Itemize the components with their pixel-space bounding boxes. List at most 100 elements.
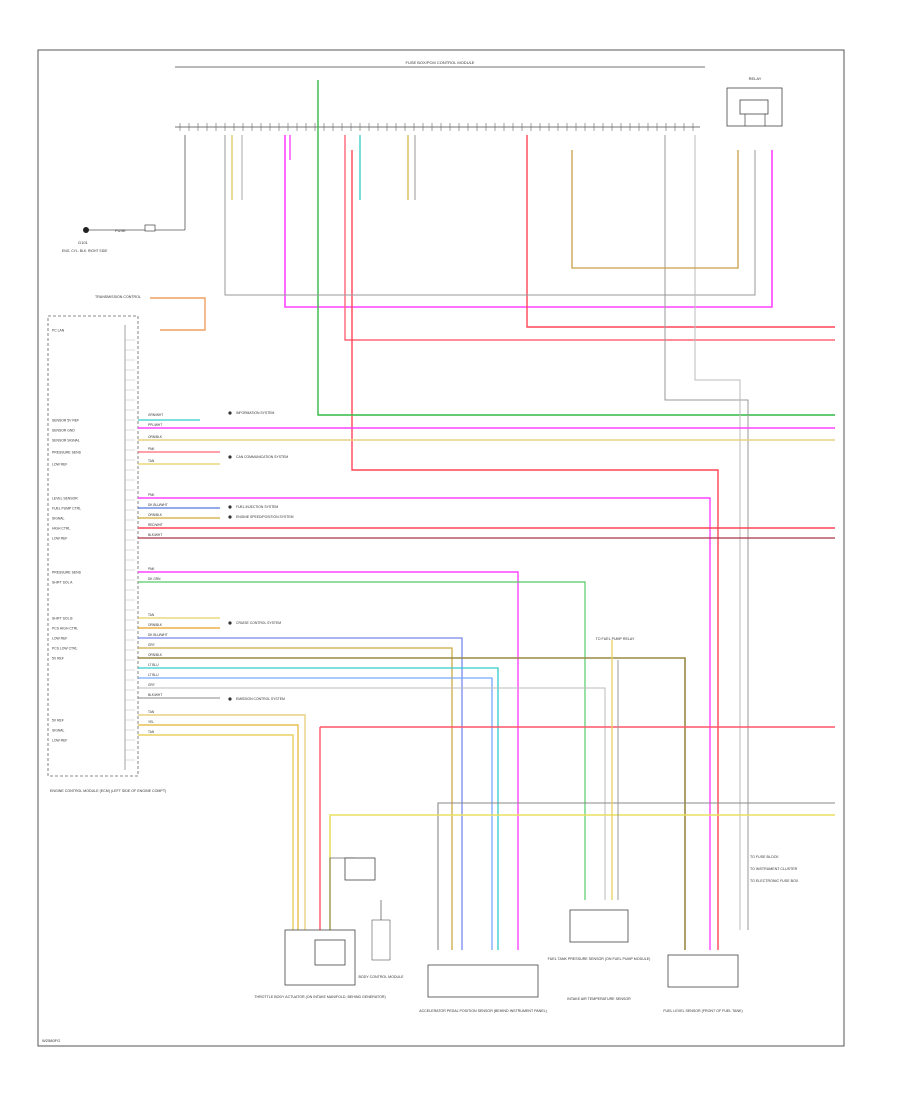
wires	[138, 80, 835, 950]
ground-note: ENG. CYL. BLK. RIGHT SIDE	[62, 249, 108, 253]
top-module: FUSE BOX/PCM CONTROL MODULE	[175, 60, 705, 131]
ecm-pin-label: SENSOR GND	[52, 429, 75, 433]
ecm-pin-label: PC LAN	[52, 329, 65, 333]
wire	[138, 687, 606, 900]
ecm-pin-label: FUEL PUMP CTRL	[52, 507, 81, 511]
wire	[138, 637, 463, 950]
relay: RELAY	[726, 76, 783, 127]
component-throttle-body: THROTTLE BODY ACTUATOR (ON INTAKE MANIFO…	[254, 929, 386, 999]
wire	[664, 135, 749, 930]
system-ref-label: EMISSION CONTROL SYSTEM	[236, 697, 285, 701]
wire-color-label: GRY	[148, 683, 156, 687]
ecm-pin-label: SHIFT SOL A	[52, 581, 73, 585]
system-ref-dot	[228, 455, 232, 459]
system-ref-dot	[228, 697, 232, 701]
wire-color-label: PNK	[148, 447, 155, 451]
top-module-label: FUSE BOX/PCM CONTROL MODULE	[406, 60, 475, 65]
wire-color-label: LT BLU	[148, 673, 159, 677]
wire	[138, 647, 453, 950]
component-fuel-tank-sensor: FUEL TANK PRESSURE SENSOR (ON FUEL PUMP …	[548, 909, 651, 961]
fuel-pump-note: TO FUEL PUMP RELAY	[596, 637, 635, 641]
wire	[138, 657, 686, 950]
wire-color-label: GRY	[148, 643, 156, 647]
wire	[138, 571, 519, 950]
system-ref-label: CAN COMMUNICATION SYSTEM	[236, 455, 288, 459]
wire	[317, 80, 835, 416]
wire-color-label: ORN/BLK	[148, 653, 163, 657]
wire-color-label: LT BLU	[148, 663, 159, 667]
ecm-pin-label: LOW REF	[52, 537, 67, 541]
wire-color-label: PNK	[148, 567, 155, 571]
system-ref-dot	[228, 411, 232, 415]
ecm-pin-label: LEVEL SENSOR	[52, 497, 78, 501]
ecm-pin-label: PRESSURE SENS	[52, 571, 82, 575]
wire	[138, 734, 294, 930]
figure-code: W2580FG	[42, 1038, 60, 1043]
ecm-pin-label: LOW REF	[52, 637, 67, 641]
wire-color-label: RED/WHT	[148, 523, 163, 527]
system-ref-label: ENGINE SPEED/POSITION SYSTEM	[236, 515, 294, 519]
wire-color-label: TAN	[148, 730, 155, 734]
right-refs: TO FUSE BLOCK TO INSTRUMENT CLUSTER TO E…	[750, 855, 799, 883]
wire-labels: GRN/WHT PPL/WHT ORN/BLK PNK TAN PNK DK BLU/WHT…	[148, 413, 168, 734]
ecm-pin-label: SHIFT SOL B	[52, 617, 73, 621]
wire-color-label: GRN/WHT	[148, 413, 163, 417]
ecm-pin-label: HIGH CTRL	[52, 527, 70, 531]
ecm-pin-label: SENSOR SIGNAL	[52, 439, 80, 443]
component-bcm: BODY CONTROL MODULE	[344, 857, 404, 979]
ecm-pin-label: SIGNAL	[52, 517, 65, 521]
system-ref-dot	[228, 621, 232, 625]
wire-color-label: PNK	[148, 493, 155, 497]
wire-color-label: PPL/WHT	[148, 423, 162, 427]
relay-label: RELAY	[749, 76, 762, 81]
ecm-title: ENGINE CONTROL MODULE (ECM) (LEFT SIDE O…	[50, 789, 166, 793]
ecm-pin-label: LOW REF	[52, 739, 67, 743]
fuse-ground: FUSE G101 ENG. CYL. BLK. RIGHT SIDE	[62, 135, 186, 253]
component-app-label: ACCELERATOR PEDAL POSITION SENSOR (BEHIN…	[419, 1009, 547, 1013]
ecm-pin-label: LOW REF	[52, 463, 67, 467]
component-iat-sensor: INTAKE AIR TEMPERATURE SENSOR	[567, 997, 631, 1001]
top-connector-pins	[179, 123, 694, 131]
component-throttle-label: THROTTLE BODY ACTUATOR (ON INTAKE MANIFO…	[254, 995, 385, 999]
wire	[138, 581, 586, 900]
wire	[138, 497, 711, 950]
system-ref-label: CRUISE CONTROL SYSTEM	[236, 621, 281, 625]
ecm-pin-label: 5V REF	[52, 657, 64, 661]
ecm-top-label: TRANSMISSION CONTROL	[95, 295, 141, 299]
wire-color-label: TAN	[148, 459, 155, 463]
wire-color-label: DK BLU/WHT	[148, 633, 168, 637]
right-ref-2: TO INSTRUMENT CLUSTER	[750, 867, 798, 871]
wire	[526, 135, 835, 328]
system-ref-dot	[228, 515, 232, 519]
right-ref-1: TO FUSE BLOCK	[750, 855, 779, 859]
wire	[284, 135, 773, 308]
wire	[138, 724, 299, 930]
wire	[138, 677, 493, 950]
wire-color-label: YEL	[148, 720, 154, 724]
component-accelerator-pedal: ACCELERATOR PEDAL POSITION SENSOR (BEHIN…	[419, 964, 547, 1013]
wire-color-label: TAN	[148, 613, 155, 617]
wire-color-label: DK GRN	[148, 577, 161, 581]
component-iat-label: INTAKE AIR TEMPERATURE SENSOR	[567, 997, 631, 1001]
wire-color-label: ORN/BLK	[148, 623, 163, 627]
ecm-pin-label: 5V REF	[52, 719, 64, 723]
ecm-pin-label: PCS HIGH CTRL	[52, 627, 78, 631]
wire-color-label: TAN	[148, 710, 155, 714]
diagram-frame	[37, 49, 845, 1047]
wire	[437, 802, 835, 950]
system-ref-label: FUEL INJECTION SYSTEM	[236, 505, 278, 509]
ground-label: G101	[78, 240, 89, 245]
wire	[571, 150, 739, 269]
fuse-label: FUSE	[115, 228, 126, 233]
right-ref-3: TO ELECTRONIC FUSE BOX	[750, 879, 799, 883]
wire	[224, 135, 756, 296]
wire-color-label: DK BLU/WHT	[148, 503, 168, 507]
wire	[138, 714, 306, 930]
wire-color-label: ORN/BLK	[148, 513, 163, 517]
ecm-pin-labels: PC LAN SENSOR 5V REF SENSOR GND SENSOR SIGN…	[52, 329, 135, 761]
wire	[344, 135, 835, 341]
ecm-pin-label: SENSOR 5V REF	[52, 419, 79, 423]
component-ftps-label: FUEL TANK PRESSURE SENSOR (ON FUEL PUMP …	[548, 957, 651, 961]
system-ref-label: INFORMATION SYSTEM	[236, 411, 275, 415]
